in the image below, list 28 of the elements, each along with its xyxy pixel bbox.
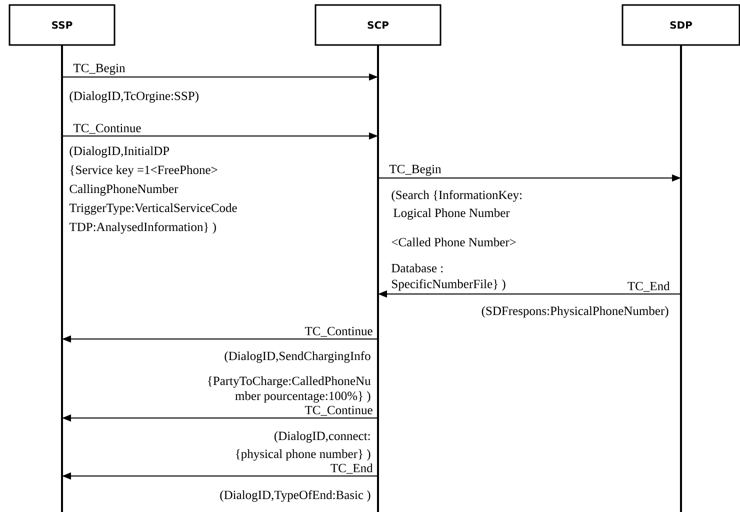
message-parameter: CallingPhoneNumber [70,184,178,196]
message-parameter: {Service key =1<FreePhone> [70,165,218,177]
message-parameter: (DialogID,connect: [274,431,370,443]
message-parameter: (DialogID,TcOrgine:SSP) [70,91,198,103]
participant-box: SCP [314,4,442,46]
message-parameter: Logical Phone Number [394,208,510,220]
participant-box: SSP [8,4,116,46]
message-parameter: <Called Phone Number> [392,238,516,246]
edge-label: TC_Continue [304,406,372,416]
message-parameter: mber pourcentage:100%} ) [235,391,370,403]
message-parameter: (SDFrespons:PhysicalPhoneNumber) [482,306,668,318]
message-parameter: (DialogID,SendChargingInfo [224,351,370,363]
edge-label: TC_Begin [389,164,442,176]
message-parameter: TriggerType:VerticalServiceCode [69,203,237,215]
message-parameter: (Search {InformationKey: [392,190,522,202]
message-parameter: {physical phone number} ) [236,449,370,461]
edge-label: TC_Continue [304,326,372,337]
message-parameter: {PartyToCharge:CalledPhoneNu [208,376,371,388]
message-parameter: (DialogID,TypeOfEnd:Basic ) [220,490,370,502]
message-parameter: (DialogID,InitialDP [70,146,170,158]
edge-label: TC_End [628,282,670,292]
message-parameter: SpecificNumberFile} ) [392,279,506,291]
message-parameter: TDP:AnalysedInformation} ) [69,222,216,234]
edge-label: TC_Continue [73,124,141,134]
edge-label: TC_Begin [73,64,126,75]
message-parameter: Database : [392,264,443,272]
participant-box: SDP [622,4,740,46]
edge-label: TC_End [330,464,373,474]
